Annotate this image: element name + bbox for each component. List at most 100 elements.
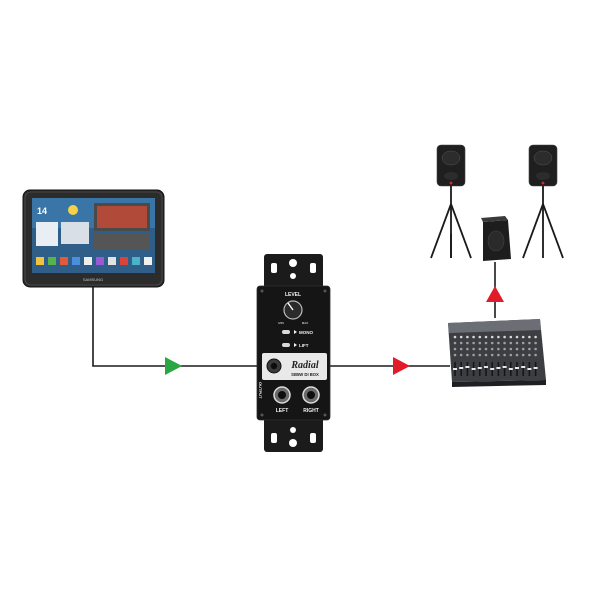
mixer-fader-cap: [508, 368, 513, 370]
mixer-fader-track: [503, 362, 506, 376]
level-min-label: MIN: [278, 321, 284, 325]
mixer-knob: [497, 353, 500, 357]
cable-tablet-to-di: [92, 287, 258, 367]
mixer-knob: [453, 335, 457, 339]
input-arrow: [165, 357, 182, 375]
speaker-feed-arrow: [486, 286, 504, 302]
mixer-knob: [472, 353, 475, 357]
level-max-label: MAX: [302, 321, 309, 325]
mixer-knob: [459, 335, 463, 339]
mixer-knob: [528, 341, 531, 345]
mixer-fader-cap: [527, 368, 532, 370]
mixer-knob: [534, 347, 537, 351]
tablet: 14 SAMSUNG: [22, 189, 165, 288]
mixer-knob: [478, 341, 482, 345]
right-label: RIGHT: [303, 408, 319, 414]
mixer-knob: [472, 335, 475, 339]
mixer-fader-cap: [490, 368, 495, 370]
mixer-knob: [459, 341, 463, 345]
mixer-knob: [490, 335, 494, 339]
mixer-knob: [503, 341, 506, 345]
left-label: LEFT: [276, 408, 289, 414]
right-speaker-stand: [522, 186, 564, 259]
mixer-knob: [515, 353, 519, 357]
mixer-knob: [503, 347, 506, 351]
mixer-knob: [534, 353, 537, 357]
mixer-fader-cap: [484, 366, 488, 368]
lift-label: LIFT: [299, 343, 309, 348]
mixer-fader-track: [466, 362, 469, 376]
mixer-knob: [521, 353, 525, 357]
mixer-knob: [521, 347, 525, 351]
mixer-knob: [490, 341, 494, 345]
output-arrow: [393, 357, 410, 375]
mixer-fader-cap: [477, 367, 482, 369]
tablet-clock: 14: [37, 206, 47, 216]
mixer-knob: [478, 353, 482, 357]
mixer-knob: [490, 353, 494, 357]
mixer-knob: [497, 341, 500, 345]
mixer-knob: [503, 335, 506, 339]
mixer-knob: [528, 353, 531, 357]
left-speaker: [430, 144, 472, 259]
mixer-knob: [521, 341, 525, 345]
mixer-knob: [515, 347, 519, 351]
mixer: [448, 319, 546, 387]
mixer-knob: [453, 341, 457, 345]
mono-label: MONO: [299, 330, 313, 335]
lift-indicator-icon: [294, 343, 297, 347]
mixer-knob: [515, 341, 519, 345]
mixer-knob: [466, 353, 469, 357]
mixer-knob: [509, 335, 513, 339]
tablet-brand: SAMSUNG: [83, 277, 103, 282]
mixer-knob: [497, 347, 500, 351]
mixer-knob: [466, 335, 469, 339]
mixer-fader-track: [485, 362, 487, 376]
mixer-fader-cap: [459, 367, 464, 369]
mixer-fader-track: [522, 362, 524, 376]
mixer-knob: [534, 335, 537, 339]
mixer-fader-cap: [502, 366, 507, 368]
left-speaker-stand: [430, 186, 472, 259]
mixer-knob: [528, 347, 531, 351]
mixer-channel-strips: [453, 335, 538, 376]
mixer-knob: [484, 341, 488, 345]
mixer-knob: [472, 347, 475, 351]
mixer-knob: [459, 347, 463, 351]
level-label: LEVEL: [285, 292, 301, 298]
mixer-fader-cap: [453, 368, 457, 370]
mixer-knob: [509, 353, 513, 357]
mixer-knob: [472, 341, 475, 345]
mixer-knob: [490, 347, 494, 351]
mixer-knob: [453, 347, 457, 351]
mono-indicator-icon: [294, 330, 297, 334]
mixer-knob: [484, 353, 488, 357]
mixer-knob: [459, 353, 463, 357]
mixer-knob: [484, 347, 488, 351]
mixer-knob: [521, 335, 525, 339]
right-speaker: [522, 144, 564, 259]
mount-tab-top: [264, 254, 323, 292]
mixer-knob: [509, 341, 513, 345]
model-label: SB5W DI BOX: [291, 372, 319, 377]
mixer-knob: [478, 335, 482, 339]
mixer-knob: [484, 335, 488, 339]
mixer-fader-cap: [533, 367, 538, 369]
mount-tab-bottom: [264, 414, 323, 452]
tablet-screen: 14: [32, 198, 155, 273]
di-box: LEVEL MIN MAX MONO LIFT Radial SB5W DI B…: [256, 254, 331, 452]
mixer-knob: [515, 335, 519, 339]
output-label: OUTPUT: [258, 382, 263, 399]
lift-switch[interactable]: [282, 343, 290, 347]
mixer-knob: [528, 335, 531, 339]
mono-switch[interactable]: [282, 330, 290, 334]
brand-strip: [262, 353, 327, 380]
mixer-knob: [534, 341, 537, 345]
mixer-knob: [466, 341, 469, 345]
mixer-knob: [497, 335, 500, 339]
mixer-fader-cap: [496, 367, 501, 369]
mixer-knob: [509, 347, 513, 351]
mixer-fader-cap: [465, 366, 470, 368]
mixer-knob: [478, 347, 482, 351]
